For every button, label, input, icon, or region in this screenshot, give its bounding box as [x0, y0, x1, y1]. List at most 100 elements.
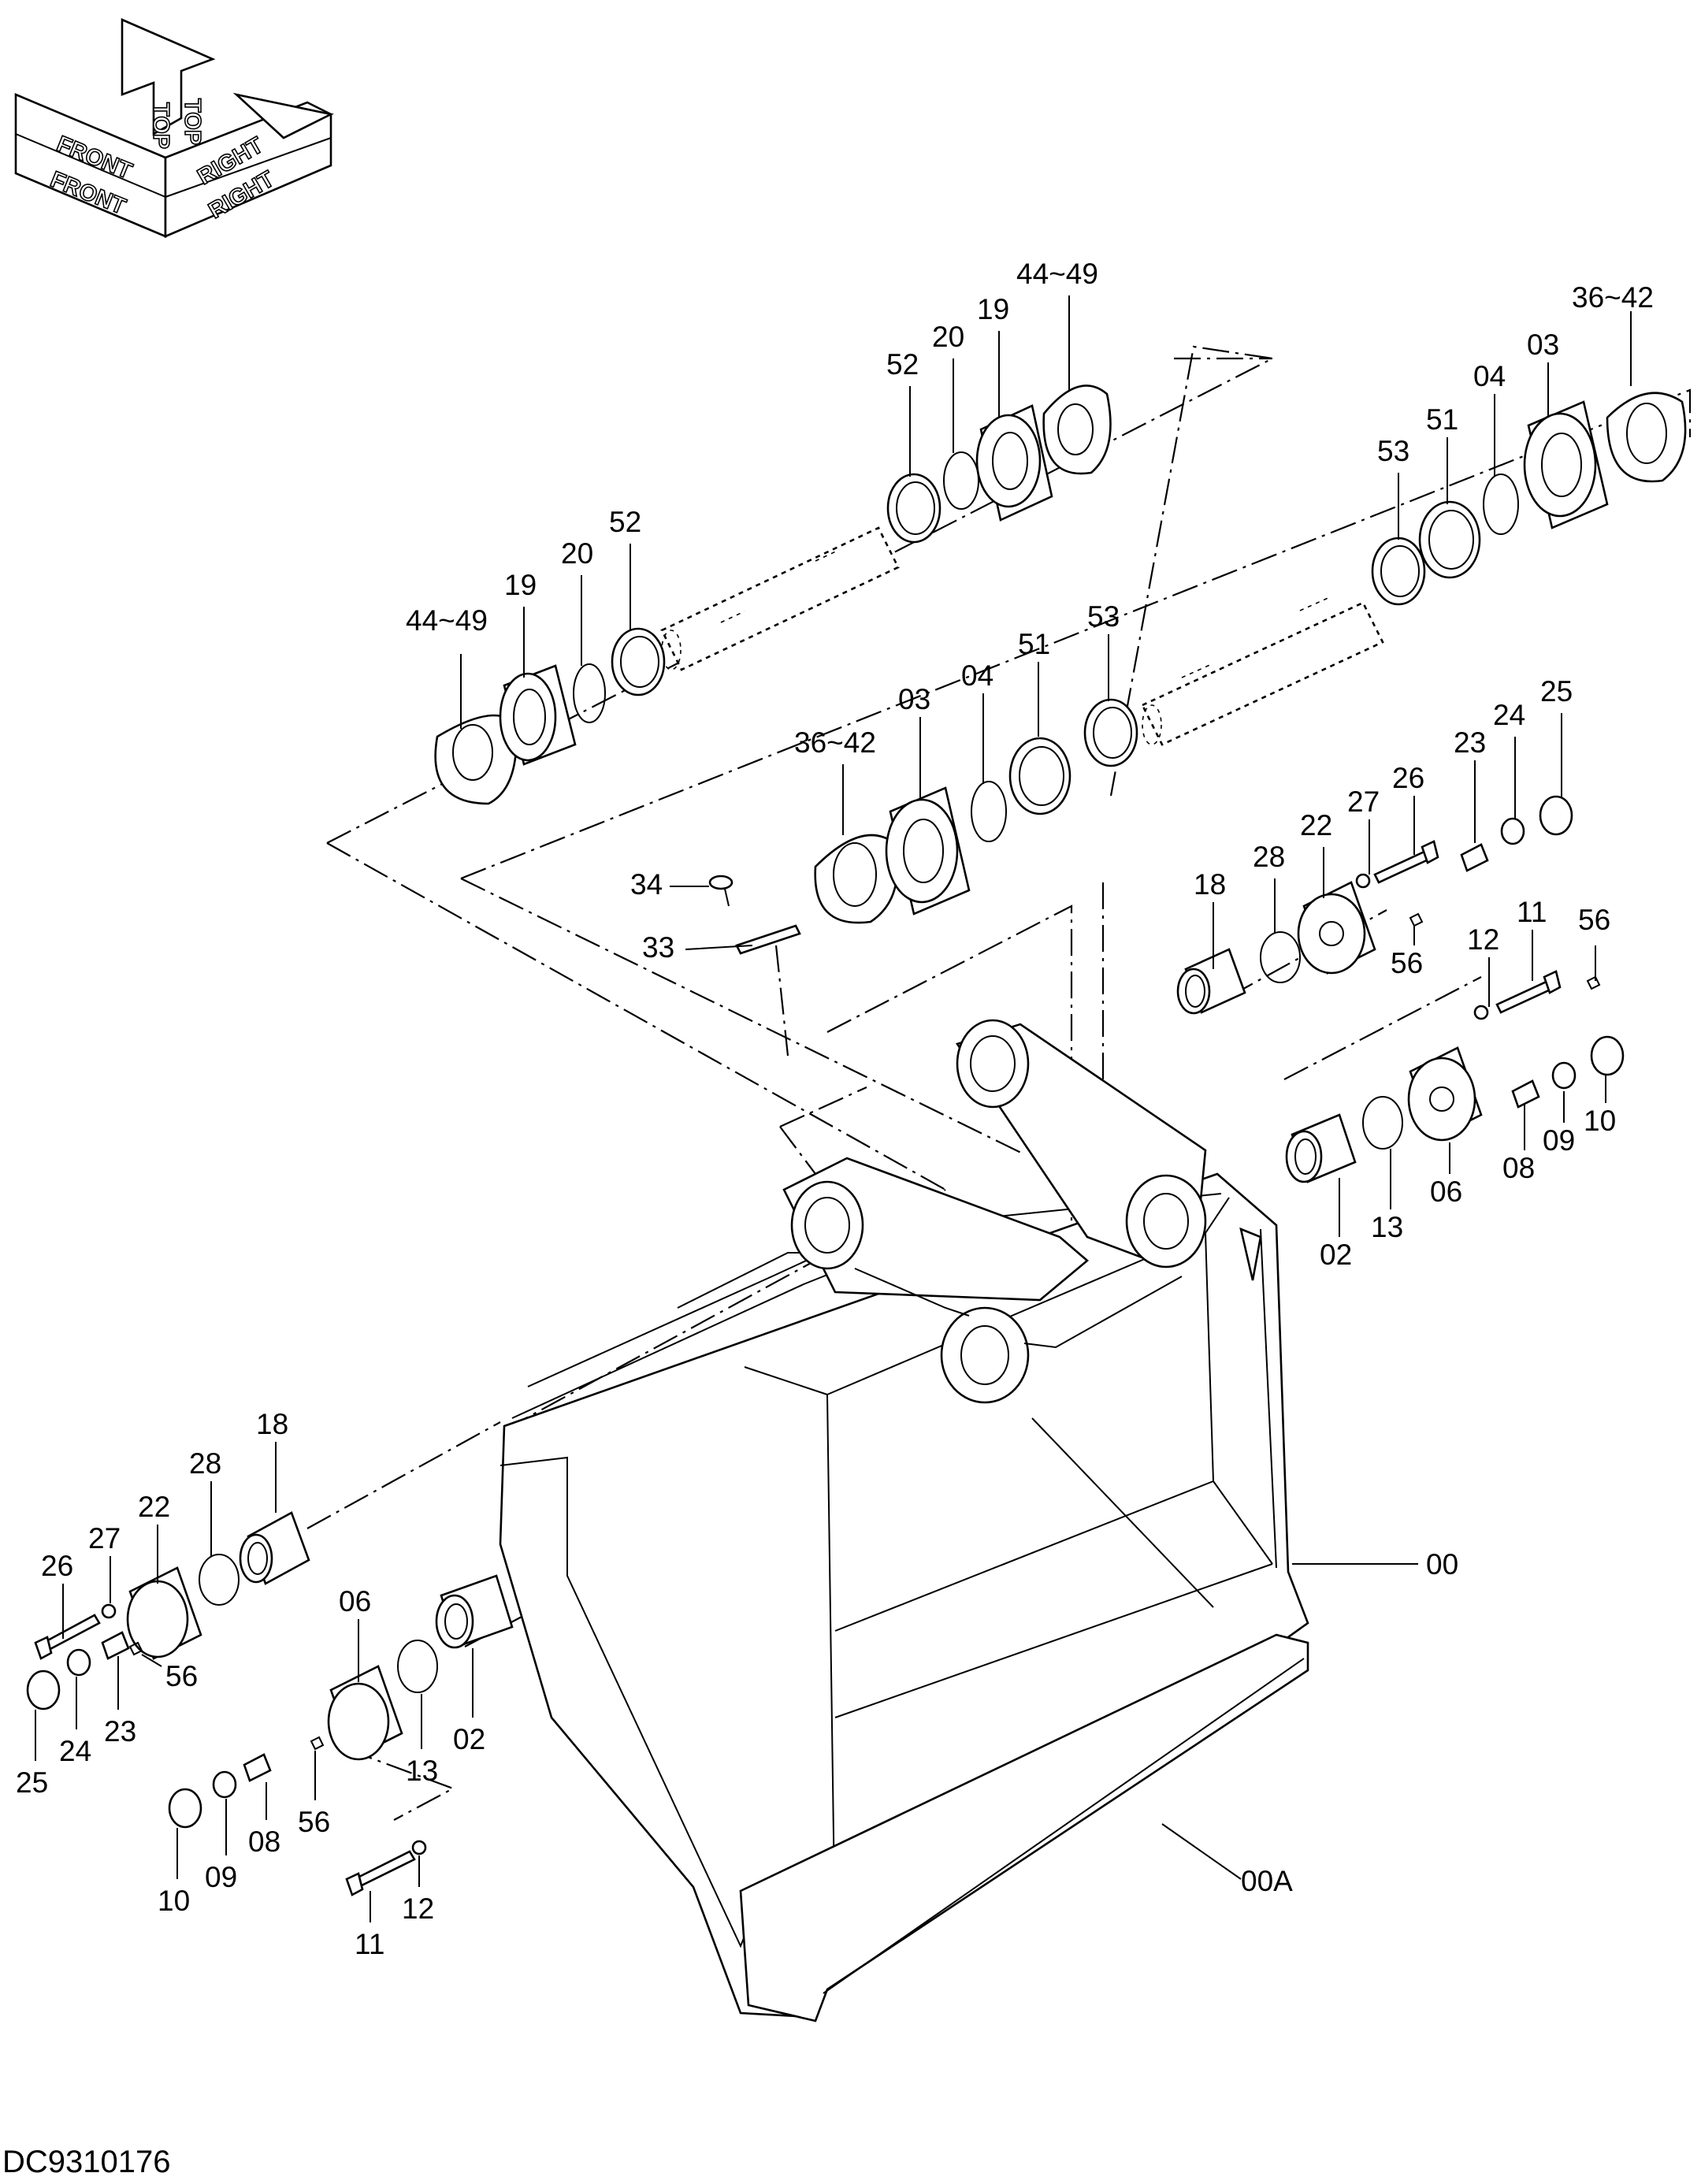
label-22-left: 22	[138, 1491, 170, 1523]
label-53-mid: 53	[1087, 600, 1120, 633]
label-52-top: 52	[886, 348, 919, 381]
leader-lines	[35, 295, 1632, 1922]
label-12-right: 12	[1467, 923, 1499, 956]
pin-bosses	[782, 1019, 1207, 1404]
o-ring-13-left	[397, 1640, 438, 1693]
label-24-right: 24	[1493, 699, 1525, 731]
label-26-right: 26	[1392, 762, 1424, 794]
label-02-left: 02	[453, 1723, 485, 1755]
label-20-left: 20	[561, 537, 593, 570]
parts-row-upper-left	[434, 627, 666, 805]
parts-row-middle	[814, 698, 1138, 924]
ring-24-right	[1500, 817, 1525, 845]
orientation-symbol: FRONT FRONT TOP TOP RIGHT RIGHT	[14, 18, 334, 238]
label-13-left: 13	[406, 1755, 438, 1787]
shim-36-42-mid	[814, 834, 899, 924]
bucket-body-00	[499, 1019, 1309, 2022]
bolt-11-right	[1495, 979, 1554, 1014]
upper-pin-left	[660, 526, 900, 671]
label-25-left: 25	[16, 1766, 48, 1799]
ring-09-left	[212, 1770, 237, 1799]
hardware-right-upper	[1176, 795, 1573, 1015]
part-labels: 44~49 20 19 52 36~42 03 04 51 53 44~49 1…	[16, 258, 1654, 1960]
washer-12-left	[411, 1840, 427, 1855]
label-11-right: 11	[1517, 896, 1547, 928]
cap-25-right	[1539, 795, 1573, 836]
washer-27-right	[1355, 873, 1371, 889]
top-label: TOP	[148, 102, 173, 149]
ring-52-top	[886, 473, 941, 544]
label-10-left: 10	[158, 1885, 190, 1917]
label-44-49-left: 44~49	[406, 604, 488, 637]
cutting-edge-00A	[739, 1633, 1309, 2022]
label-10-right: 10	[1584, 1105, 1616, 1137]
hardware-right-lower	[1285, 970, 1625, 1183]
label-56-left-2: 56	[298, 1806, 330, 1838]
cap-25-left	[26, 1670, 61, 1710]
bolt-26-left	[42, 1614, 101, 1652]
label-12-left: 12	[402, 1892, 434, 1925]
drawing-code: DC9310176	[2, 2145, 171, 2179]
o-ring-20-left	[573, 663, 606, 723]
o-ring-13-right	[1362, 1096, 1403, 1150]
label-02-right: 02	[1320, 1239, 1352, 1271]
label-44-49-top: 44~49	[1016, 258, 1098, 290]
fitting-08-left	[243, 1753, 272, 1782]
label-52-left: 52	[609, 506, 641, 538]
fitting-08-right	[1511, 1079, 1540, 1109]
label-04-mid: 04	[961, 659, 993, 692]
label-09-right: 09	[1543, 1124, 1575, 1157]
label-27-left: 27	[88, 1522, 121, 1554]
shim-36-42-right	[1606, 392, 1687, 483]
plate-33	[735, 924, 801, 955]
label-00: 00	[1426, 1548, 1458, 1580]
label-56-right-2: 56	[1578, 904, 1610, 936]
label-06-right: 06	[1430, 1176, 1462, 1208]
label-23-right: 23	[1454, 726, 1486, 759]
washer-12-right	[1473, 1005, 1489, 1020]
o-ring-28-left	[199, 1554, 240, 1606]
top-label-2: TOP	[180, 98, 205, 145]
label-20-top: 20	[932, 321, 964, 353]
label-19-left: 19	[504, 569, 537, 601]
fitting-23-left	[101, 1631, 130, 1660]
hardware-left-lower	[168, 1574, 514, 1896]
label-33: 33	[642, 931, 674, 964]
label-34: 34	[630, 868, 663, 901]
label-36-42-right: 36~42	[1572, 281, 1654, 314]
ring-53-mid	[1083, 698, 1138, 767]
o-ring-28-right	[1260, 931, 1301, 983]
ring-53-right	[1371, 537, 1426, 606]
parts-row-upper-top	[886, 384, 1112, 544]
label-06-left: 06	[339, 1585, 371, 1618]
ring-24-left	[66, 1648, 91, 1677]
o-ring-20-top	[943, 451, 979, 510]
o-ring-04-right	[1483, 474, 1519, 535]
screw-34	[708, 875, 734, 890]
ring-09-right	[1551, 1061, 1577, 1090]
label-04-right: 04	[1473, 360, 1506, 392]
label-51-mid: 51	[1018, 628, 1050, 660]
bolt-plate-34-33	[708, 875, 801, 955]
parts-row-right	[1371, 392, 1687, 606]
label-53-right: 53	[1377, 435, 1409, 467]
pin-56-left-lower	[310, 1736, 325, 1751]
label-28-right: 28	[1253, 841, 1285, 873]
label-00A: 00A	[1241, 1865, 1293, 1897]
label-03-right: 03	[1527, 329, 1559, 361]
label-56-right-1: 56	[1391, 947, 1423, 979]
fitting-23-right	[1460, 843, 1489, 872]
label-36-42-mid: 36~42	[794, 726, 876, 759]
label-19-top: 19	[977, 293, 1009, 325]
label-11-left: 11	[355, 1928, 384, 1960]
plug-10-left	[168, 1788, 202, 1829]
label-56-left-1: 56	[165, 1660, 198, 1692]
label-08-left: 08	[248, 1826, 280, 1858]
hardware-left-upper	[26, 1511, 310, 1710]
label-13-right: 13	[1371, 1211, 1403, 1243]
label-18-left: 18	[256, 1408, 288, 1440]
o-ring-04-mid	[971, 781, 1007, 842]
label-25-right: 25	[1540, 675, 1573, 708]
shim-44-49-top	[1042, 384, 1112, 475]
label-03-mid: 03	[898, 683, 930, 715]
